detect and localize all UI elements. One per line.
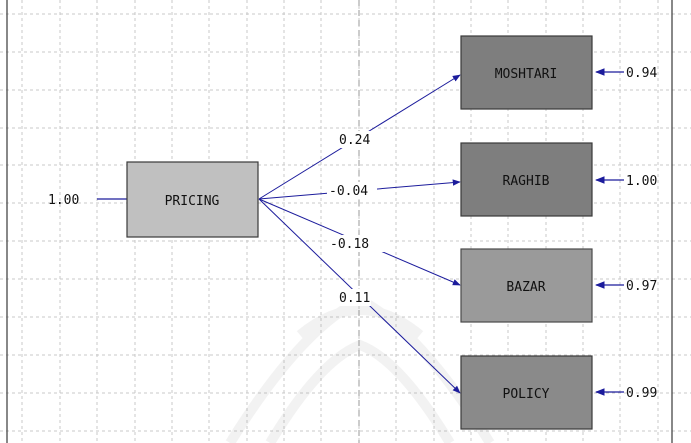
coef-policy-label: 0.11 [339, 291, 370, 306]
pricing-node-box[interactable] [126, 161, 259, 238]
policy-node-box[interactable] [460, 355, 593, 430]
watermark-emblem [225, 294, 495, 443]
moshtari-node-box[interactable] [460, 35, 593, 110]
error-bazar-label: 0.97 [626, 279, 657, 294]
coef-bazar-label: -0.18 [330, 237, 369, 252]
error-raghib-label: 1.00 [626, 174, 657, 189]
coef-raghib-label: -0.04 [329, 184, 368, 199]
policy-node-label: POLICY [503, 387, 550, 402]
raghib-node-label: RAGHIB [503, 174, 550, 189]
bazar-node[interactable]: BAZAR [460, 248, 593, 323]
bazar-node-label: BAZAR [506, 280, 545, 295]
moshtari-node[interactable]: MOSHTARI [460, 35, 593, 110]
error-moshtari-label: 0.94 [626, 66, 657, 81]
error-policy-label: 0.99 [626, 386, 657, 401]
bazar-node-box[interactable] [460, 248, 593, 323]
coef-policy-backing [335, 289, 371, 306]
coef-raghib-backing [327, 182, 377, 199]
source-variance-label: 1.00 [48, 193, 79, 208]
policy-node[interactable]: POLICY [460, 355, 593, 430]
raghib-node[interactable]: RAGHIB [460, 142, 593, 217]
pricing-node[interactable]: PRICING [126, 161, 259, 238]
moshtari-node-label: MOSHTARI [495, 67, 558, 82]
pricing-node-label: PRICING [165, 194, 220, 209]
coef-bazar-backing [327, 235, 387, 252]
coef-moshtari-backing [336, 131, 370, 148]
coef-moshtari-label: 0.24 [339, 133, 370, 148]
raghib-node-box[interactable] [460, 142, 593, 217]
